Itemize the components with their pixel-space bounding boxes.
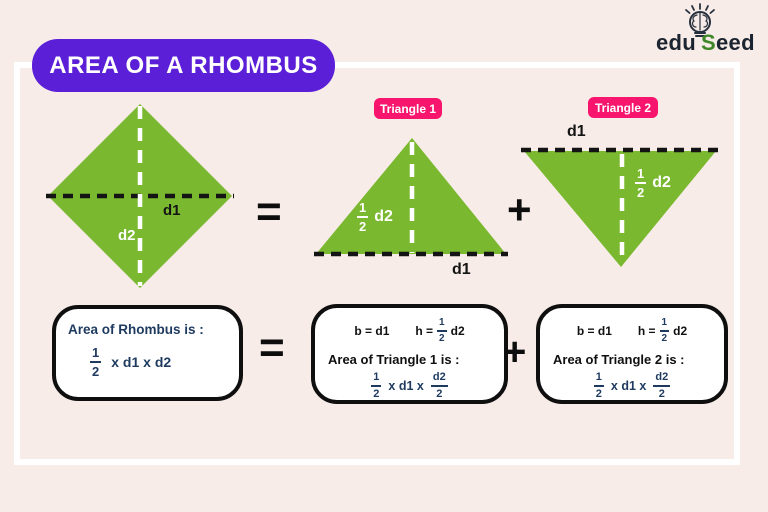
plus-sign-bottom: +: [503, 330, 527, 374]
page-title: AREA OF A RHOMBUS: [49, 51, 318, 79]
triangle1-formula-title: Area of Triangle 1 is :: [328, 352, 460, 367]
height-suffix: d2: [450, 324, 465, 338]
triangle2-height-label: 1 2 d2: [635, 167, 671, 199]
rhombus-formula: 1 2 x d1 x d2: [90, 346, 227, 378]
fraction-denominator: 2: [359, 219, 367, 234]
triangle1-height-suffix: d2: [374, 208, 393, 225]
fraction: 1 2: [371, 372, 382, 400]
triangle1-base-label: d1: [452, 261, 471, 278]
fraction-numerator: 1: [371, 372, 382, 387]
plus-sign-top: +: [507, 186, 532, 233]
rhombus-d2-label: d2: [118, 227, 136, 244]
fraction-numerator: 1: [659, 318, 670, 332]
triangle1-height-label: 1 2 d2: [357, 201, 393, 233]
lightbulb-brain-icon: [685, 3, 715, 37]
rhombus-figure: [46, 104, 234, 288]
triangle1-height-eq: h = 1 2 d2: [415, 318, 464, 344]
equals-sign-bottom: =: [259, 323, 285, 372]
rhombus-d1-label: d1: [163, 202, 181, 219]
fraction-denominator: 2: [436, 388, 443, 400]
fraction-denominator: 2: [595, 388, 602, 400]
triangle2-height-eq: h = 1 2 d2: [638, 318, 687, 344]
fraction-numerator: 1: [357, 201, 369, 218]
height-prefix: h =: [415, 324, 434, 338]
triangle1-base-eq: b = d1: [354, 324, 390, 338]
fraction: 1 2: [437, 318, 447, 344]
triangle1-figure: [314, 138, 508, 257]
fraction-denominator: 2: [661, 333, 668, 344]
title-banner: AREA OF A RHOMBUS: [32, 39, 335, 92]
fraction-denominator: 2: [637, 185, 645, 200]
triangle1-formula-mid: x d1 x: [388, 379, 424, 393]
fraction-denominator: 2: [439, 333, 445, 344]
rhombus-formula-title: Area of Rhombus is :: [68, 322, 204, 337]
rhombus-formula-box: Area of Rhombus is : 1 2 x d1 x d2: [52, 305, 243, 401]
triangle1-height-fraction: 1 2: [357, 201, 369, 234]
height-suffix: d2: [673, 324, 688, 338]
triangle2-formula-mid: x d1 x: [610, 379, 647, 393]
content-frame-border: [14, 62, 740, 465]
fraction-numerator: 1: [437, 318, 447, 332]
fraction-numerator: 1: [90, 346, 102, 363]
height-prefix: h =: [637, 324, 656, 338]
fraction-numerator: 1: [593, 372, 604, 387]
triangle1-badge: Triangle 1: [374, 98, 442, 119]
triangle1-bh-row: b = d1 h = 1 2 d2: [325, 318, 494, 344]
fraction: d2 2: [430, 372, 448, 400]
fraction-numerator: d2: [430, 372, 448, 387]
triangle2-bh-row: b = d1 h = 1 2 d2: [550, 318, 714, 344]
triangle2-formula: 1 2 x d1 x d2 2: [550, 372, 714, 400]
triangle2-top-label: d1: [567, 123, 586, 140]
triangle2-height-fraction: 1 2: [635, 167, 647, 200]
fraction-numerator: 1: [635, 167, 647, 184]
fraction-denominator: 2: [92, 364, 100, 379]
triangle1-formula: 1 2 x d1 x d2 2: [325, 372, 494, 400]
triangle2-figure: [521, 147, 719, 267]
logo-s: S: [701, 30, 716, 55]
fraction: 1 2: [90, 346, 102, 379]
fraction-denominator: 2: [658, 388, 665, 400]
logo-edu: edu: [656, 30, 697, 55]
equals-sign-top: =: [256, 187, 282, 236]
triangle2-base-eq: b = d1: [576, 324, 612, 338]
fraction-denominator: 2: [373, 388, 380, 400]
triangle2-height-suffix: d2: [652, 174, 671, 191]
fraction: d2 2: [653, 372, 671, 400]
triangle1-formula-box: b = d1 h = 1 2 d2 Area of Triangle 1 is …: [311, 304, 508, 404]
triangle2-formula-box: b = d1 h = 1 2 d2 Area of Triangle 2 is …: [536, 304, 728, 404]
fraction-numerator: d2: [653, 372, 671, 387]
triangle2-formula-title: Area of Triangle 2 is :: [553, 352, 685, 367]
fraction: 1 2: [593, 372, 604, 400]
fraction: 1 2: [659, 318, 670, 344]
logo-eed: eed: [716, 30, 755, 55]
triangle2-badge: Triangle 2: [588, 97, 658, 118]
rhombus-formula-rest: x d1 x d2: [111, 354, 172, 370]
